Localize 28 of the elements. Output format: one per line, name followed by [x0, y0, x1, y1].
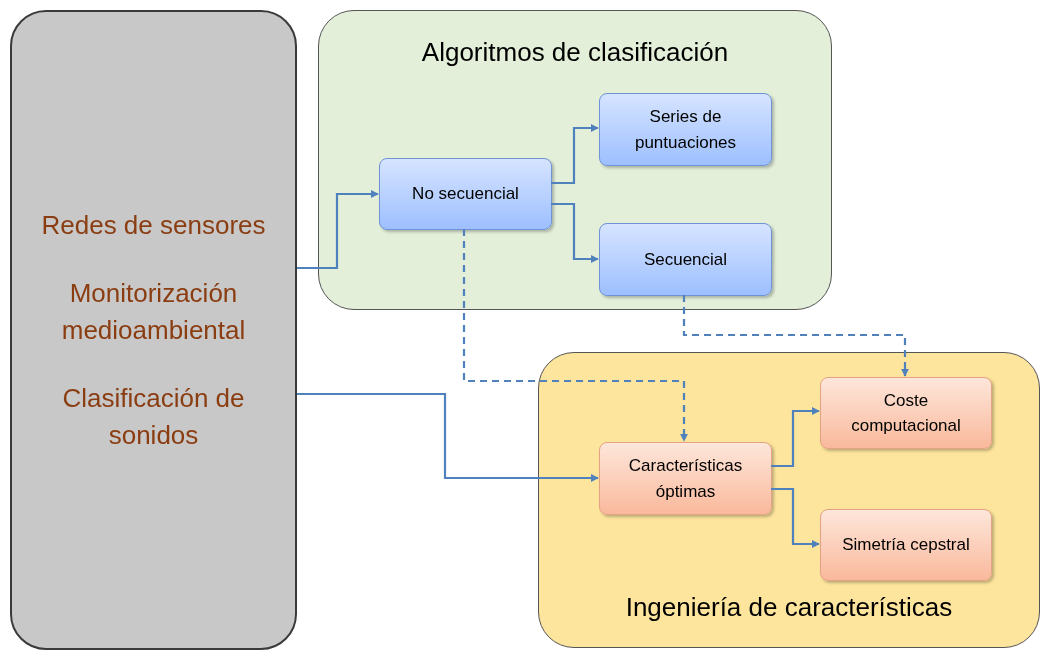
side-panel [10, 10, 297, 650]
node-label: Series de puntuaciones [633, 106, 738, 154]
node-label: Monitorización medioambiental [60, 277, 247, 347]
group-panel [538, 352, 1040, 648]
node-label: Coste computacional [850, 389, 962, 437]
group-panel [318, 10, 832, 310]
node-label: Simetría cepstral [842, 534, 970, 557]
arrow [297, 392, 599, 482]
group-title: Ingeniería de características [624, 591, 954, 624]
arrow [771, 487, 820, 548]
process-box [820, 377, 992, 449]
arrow [462, 229, 688, 442]
arrow [551, 202, 599, 263]
arrow [682, 295, 909, 377]
arrow [297, 190, 379, 270]
process-box [599, 93, 772, 166]
group-title: Algoritmos de clasificación [420, 36, 730, 69]
node-label: Características óptimas [627, 455, 744, 503]
process-box [599, 223, 772, 296]
arrow [551, 124, 599, 185]
process-box [379, 158, 552, 230]
node-label: Clasificación de sonidos [61, 382, 246, 452]
arrow [771, 407, 820, 468]
node-label: No secuencial [412, 183, 519, 206]
node-label: Secuencial [643, 248, 728, 271]
node-label: Redes de sensores [40, 209, 267, 242]
process-box [599, 442, 772, 515]
process-box [820, 509, 992, 581]
